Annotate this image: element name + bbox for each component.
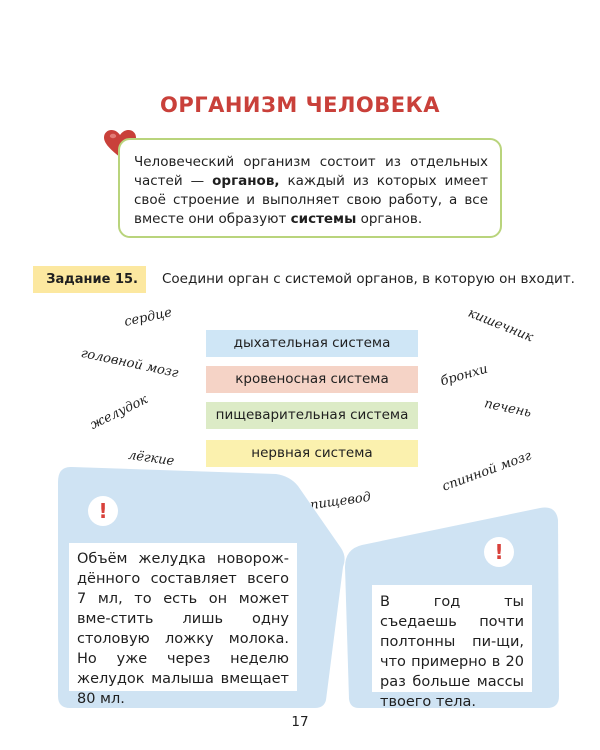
intro-part-1: Человеческий организм состоит из отдельн… bbox=[134, 154, 488, 189]
system-circulatory[interactable]: кровеносная система bbox=[206, 366, 418, 393]
system-respiratory[interactable]: дыхательная система bbox=[206, 330, 418, 357]
fact-left-text: Объём желудка новорож-дённого составляет… bbox=[69, 543, 297, 707]
page-number: 17 bbox=[291, 714, 309, 730]
system-digestive[interactable]: пищеварительная система bbox=[206, 402, 418, 429]
intro-part-3: органов. bbox=[356, 211, 423, 227]
system-nervous[interactable]: нервная система bbox=[206, 440, 418, 467]
fact-right-text: В год ты съедаешь почти полтонны пи-щи, … bbox=[372, 585, 532, 710]
page-title: ОРГАНИЗМ ЧЕЛОВЕКА bbox=[159, 93, 441, 117]
intro-part-2: каждый из которых имеет своё строение и … bbox=[134, 173, 488, 227]
intro-term-systems: системы bbox=[290, 211, 357, 227]
intro-box: Человеческий организм состоит из отдельн… bbox=[118, 138, 502, 238]
task-label: Задание 15. bbox=[33, 266, 146, 293]
task-text: Соедини орган с системой органов, в кото… bbox=[162, 271, 575, 287]
intro-text: Человеческий организм состоит из отдельн… bbox=[134, 153, 488, 229]
exclamation-icon: ! bbox=[484, 537, 514, 567]
exclamation-icon: ! bbox=[88, 496, 118, 526]
intro-term-organs: органов, bbox=[212, 173, 280, 189]
